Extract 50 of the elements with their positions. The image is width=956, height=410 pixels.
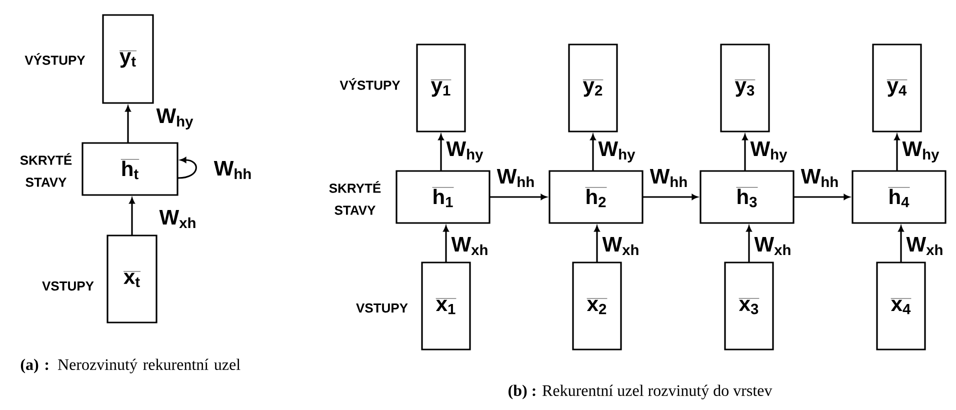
edge-label: W$_{hh}$: [212, 160, 254, 180]
layer-label: VÝSTUPY: [340, 78, 400, 90]
box: y$_{4}$: [872, 44, 922, 132]
edge-label: W$_{hh}$: [496, 168, 536, 188]
edge-label: W$_{hh}$: [800, 168, 840, 188]
box: x$_{2}$: [572, 262, 622, 350]
arrow: [443, 226, 449, 262]
layer-label: VSTUPY: [42, 281, 94, 291]
arrow: [490, 194, 547, 200]
box: h$_{1}$: [396, 170, 490, 224]
arrow: [438, 134, 444, 171]
arrow: [129, 198, 135, 236]
arrow: [794, 194, 850, 200]
edge-label: W$_{xh}$: [450, 236, 490, 256]
box: x$_{t}$: [106, 234, 158, 324]
box: y$_{1}$: [416, 44, 466, 132]
box: x$_{3}$: [724, 262, 774, 350]
edge-label: W$_{xh}$: [601, 236, 641, 256]
arrow: [742, 134, 748, 171]
box: h$_{t}$: [82, 142, 178, 196]
box: h$_{4}$: [852, 170, 946, 224]
arrow: [642, 194, 698, 200]
edge-label: W$_{hy}$: [445, 140, 485, 164]
edge-label: W$_{hh}$: [648, 168, 690, 188]
edge-label: W$_{hy}$: [155, 108, 195, 130]
box: h$_{2}$: [548, 170, 644, 224]
edge-label: W$_{hy}$: [749, 140, 789, 164]
edge-label: W$_{hy}$: [901, 140, 941, 164]
edge-label: W$_{xh}$: [753, 236, 793, 256]
edge-label: W$_{xh}$: [158, 209, 198, 229]
box: y$_{t}$: [102, 14, 154, 104]
arrow: [125, 106, 131, 143]
arrow: [894, 134, 900, 171]
box: x$_{1}$: [421, 262, 471, 350]
box: x$_{4}$: [876, 262, 926, 350]
box: y$_{3}$: [720, 44, 770, 132]
arrow: [590, 134, 596, 171]
layer-label: VSTUPY: [356, 303, 408, 313]
layer-label: VÝSTUPY: [24, 53, 86, 65]
arrow: [178, 157, 197, 179]
arrow: [594, 226, 600, 262]
caption: (a) : Nerozvinutý rekurentní uzel: [20, 358, 240, 374]
caption: (b) : Rekurentní uzel rozvinutý do vrstev: [508, 384, 772, 400]
arrow: [746, 226, 752, 262]
layer-label: SKRYTÉ STAVY: [329, 181, 381, 215]
box: h$_{3}$: [700, 170, 794, 224]
arrow: [898, 226, 904, 262]
edge-label: W$_{hy}$: [597, 140, 637, 164]
box: y$_{2}$: [568, 44, 618, 132]
edge-label: W$_{xh}$: [905, 236, 945, 256]
